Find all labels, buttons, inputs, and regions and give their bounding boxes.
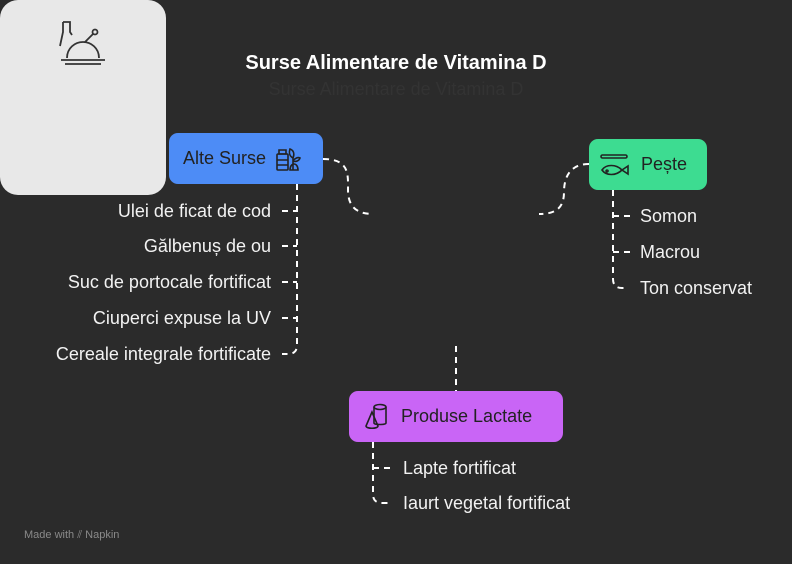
list-item: Lapte fortificat xyxy=(403,458,517,478)
list-item: Somon xyxy=(640,206,698,226)
branch-label: Pește xyxy=(641,154,688,174)
branch-peste: Pește xyxy=(589,139,707,190)
branch-label: Alte Surse xyxy=(183,148,267,168)
mixed-foods-icon xyxy=(276,147,302,171)
branch-label: Produse Lactate xyxy=(401,406,533,426)
list-item: Ulei de ficat de cod xyxy=(117,201,271,221)
fish-icon xyxy=(600,153,629,175)
list-item: Ciuperci expuse la UV xyxy=(92,308,271,328)
food-plate-bottle-icon xyxy=(59,21,105,65)
list-item: Iaurt vegetal fortificat xyxy=(403,493,571,513)
list-item: Suc de portocale fortificat xyxy=(67,272,271,292)
branch-produse-lactate: Produse Lactate xyxy=(349,391,563,442)
list-item: Ton conservat xyxy=(640,278,753,298)
made-with-text: Made with xyxy=(24,529,75,541)
brand-text: Napkin xyxy=(85,529,120,541)
central-label: Surse Alimentare de Vitamina D xyxy=(268,79,524,99)
page-title: Surse Alimentare de Vitamina D xyxy=(245,52,547,74)
footer-watermark: Made with ⫽ Napkin xyxy=(24,529,119,542)
central-node: Surse Alimentare de Vitamina D xyxy=(0,0,523,195)
branch-alte-surse: Alte Surse xyxy=(169,133,323,184)
dairy-icon xyxy=(365,403,387,429)
list-item: Macrou xyxy=(640,242,701,262)
list-item: Cereale integrale fortificate xyxy=(55,344,271,364)
napkin-logo-icon: ⫽ xyxy=(77,529,83,541)
list-item: Gălbenuș de ou xyxy=(143,236,271,256)
